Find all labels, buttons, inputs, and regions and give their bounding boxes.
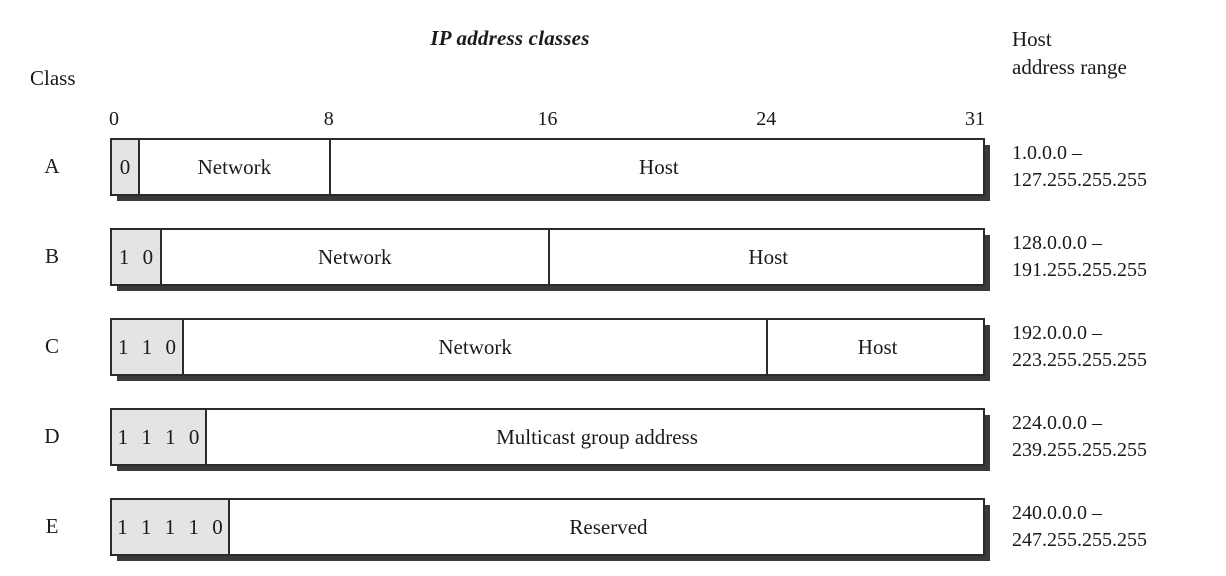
field-host-b: Host xyxy=(748,244,789,269)
host-address-range-e: 240.0.0.0 – 247.255.255.255 xyxy=(1012,500,1147,554)
host-address-range-c: 192.0.0.0 – 223.255.255.255 xyxy=(1012,320,1147,374)
field-network-b: Network xyxy=(162,230,550,284)
range-header-line2: address range xyxy=(1012,54,1127,79)
class-letter-b: B xyxy=(44,244,59,268)
host-address-range-a: 1.0.0.0 – 127.255.255.255 xyxy=(1012,140,1147,194)
range-end: 223.255.255.255 xyxy=(1012,348,1147,371)
prefix-bits-e: 1 1 1 1 0 xyxy=(112,500,230,554)
class-letter-a: A xyxy=(44,154,60,178)
field-network-a: Network xyxy=(140,140,331,194)
bit-tick-31: 31 xyxy=(965,108,985,130)
bit-tick-0: 0 xyxy=(109,108,119,130)
field-host-c: Host xyxy=(857,334,898,359)
range-start: 224.0.0.0 – xyxy=(1012,412,1102,434)
range-header: Host address range xyxy=(1012,26,1127,81)
range-end: 191.255.255.255 xyxy=(1012,258,1147,281)
range-end: 247.255.255.255 xyxy=(1012,528,1147,551)
range-end: 127.255.255.255 xyxy=(1012,168,1147,191)
host-address-range-d: 224.0.0.0 – 239.255.255.255 xyxy=(1012,410,1147,464)
class-letter-d: D xyxy=(44,424,60,448)
host-address-range-b: 128.0.0.0 – 191.255.255.255 xyxy=(1012,230,1147,284)
address-bar-e: 1 1 1 1 0 Reserved xyxy=(110,498,985,556)
class-row-d: D 1 1 1 0 Multicast group address 224.0.0.0… xyxy=(0,408,1226,470)
range-end: 239.255.255.255 xyxy=(1012,438,1147,461)
field-network-c: Network xyxy=(184,320,769,374)
class-letter-e: E xyxy=(45,514,59,538)
prefix-bits-a: 0 xyxy=(112,140,140,194)
page-title: IP address classes xyxy=(430,26,590,50)
range-start: 192.0.0.0 – xyxy=(1012,322,1102,344)
bit-tick-8: 8 xyxy=(323,108,334,130)
field-host-a: Host xyxy=(639,154,679,179)
field-reserved-e: Reserved xyxy=(569,514,648,539)
prefix-bits-c: 1 1 0 xyxy=(112,320,184,374)
range-start: 128.0.0.0 – xyxy=(1012,232,1102,254)
bit-tick-16: 16 xyxy=(537,108,558,130)
class-row-e: E 1 1 1 1 0 Reserved 240.0.0.0 – 247.255.255… xyxy=(0,498,1226,560)
prefix-bits-b: 1 0 xyxy=(112,230,162,284)
field-multicast-group-address-d: Multicast group address xyxy=(496,424,698,449)
prefix-bits-d: 1 1 1 0 xyxy=(112,410,207,464)
bit-tick-24: 24 xyxy=(756,108,777,130)
range-start: 1.0.0.0 – xyxy=(1012,142,1082,164)
address-bar-d: 1 1 1 0 Multicast group address xyxy=(110,408,985,466)
bit-ruler: 0 8 16 24 31 xyxy=(109,108,985,134)
range-header-line1: Host xyxy=(1012,27,1052,51)
class-letter-c: C xyxy=(44,334,59,358)
range-start: 240.0.0.0 – xyxy=(1012,502,1102,524)
class-caption: Class xyxy=(30,66,76,90)
